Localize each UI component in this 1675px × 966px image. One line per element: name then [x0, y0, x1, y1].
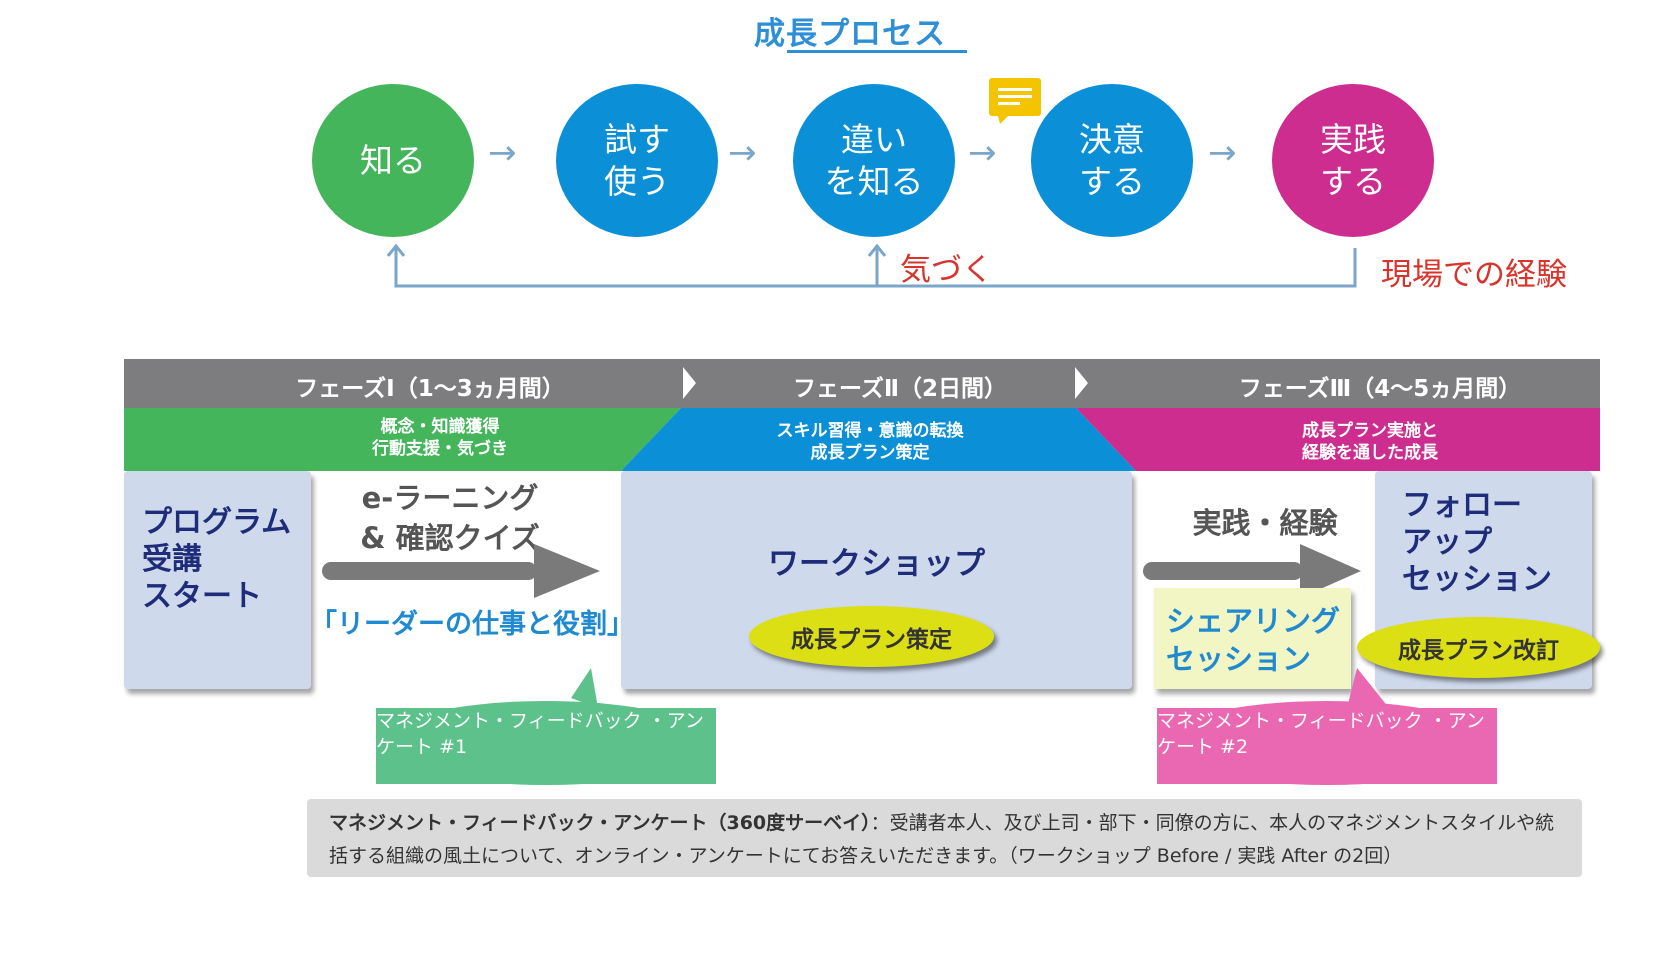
step-know: 知る — [312, 84, 474, 237]
survey-note: マネジメント・フィードバック・アンケート（360度サーベイ）：受講者本人、及び上… — [307, 799, 1582, 877]
phase-3-arrow — [1143, 544, 1361, 598]
elearning-course-title: 「リーダーの仕事と役割」 — [310, 609, 634, 640]
survey-note-title: マネジメント・フィードバック・アンケート（360度サーベイ） — [329, 812, 871, 834]
feedback-loop-lines — [386, 243, 1357, 288]
comment-icon — [989, 78, 1041, 124]
phase-1-arrow — [322, 544, 600, 598]
practice-experience-label: 実践・経験 — [1192, 506, 1338, 540]
flow-arrow-3: → — [968, 133, 997, 173]
phase-1-band-text: 概念・知識獲得 行動支援・気づき — [372, 417, 508, 459]
step-know-difference: 違い を知る — [793, 84, 955, 237]
phase-bands — [124, 408, 1600, 471]
phase-header-bar — [124, 359, 1600, 408]
step-try-use: 試す 使う — [556, 84, 718, 237]
elearning-label: e-ラーニング & 確認クイズ — [360, 481, 540, 555]
growth-plan-badge: 成長プラン策定 — [749, 606, 994, 667]
step-practice: 実践 する — [1272, 84, 1434, 237]
field-experience-label: 現場での経験 — [1381, 257, 1567, 293]
plan-revision-badge: 成長プラン改訂 — [1357, 617, 1600, 678]
growth-process-title: 成長プロセス — [754, 16, 946, 52]
phase-1-header: フェーズⅠ（1〜3ヵ月間） — [295, 376, 565, 402]
notice-label: 気づく — [900, 252, 993, 288]
flow-arrow-4: → — [1208, 133, 1237, 173]
chevron-right-icon — [1075, 367, 1088, 399]
workshop-label: ワークショップ — [768, 546, 985, 582]
program-start-box — [124, 471, 311, 689]
flow-arrow-1: → — [488, 133, 517, 173]
survey-note-text: ：受講者本人、及び上司・部下・同僚の方に、本人のマネジメントスタイルや統括する組… — [329, 812, 1555, 867]
phase-2-band-text: スキル習得・意識の転換 成長プラン策定 — [776, 421, 964, 463]
chevron-right-icon — [683, 367, 696, 399]
step-decide: 決意 する — [1031, 84, 1193, 237]
program-start-label: プログラム 受講 スタート — [142, 505, 292, 614]
phase-2-header: フェーズⅡ（2日間） — [792, 376, 1007, 402]
sharing-session-label: シェアリング セッション — [1166, 604, 1341, 676]
phase-3-header: フェーズⅢ（4〜5ヵ月間） — [1238, 376, 1522, 402]
title-underline — [787, 50, 967, 53]
survey-1-label: マネジメント・フィードバック ・アンケート #1 — [376, 708, 716, 784]
survey-2-label: マネジメント・フィードバック ・アンケート #2 — [1157, 708, 1497, 784]
follow-up-label: フォロー アップ セッション — [1402, 488, 1552, 597]
flow-arrow-2: → — [728, 133, 757, 173]
phase-3-band-text: 成長プラン実施と 経験を通した成長 — [1302, 421, 1438, 463]
sharing-session-box — [1154, 588, 1351, 689]
